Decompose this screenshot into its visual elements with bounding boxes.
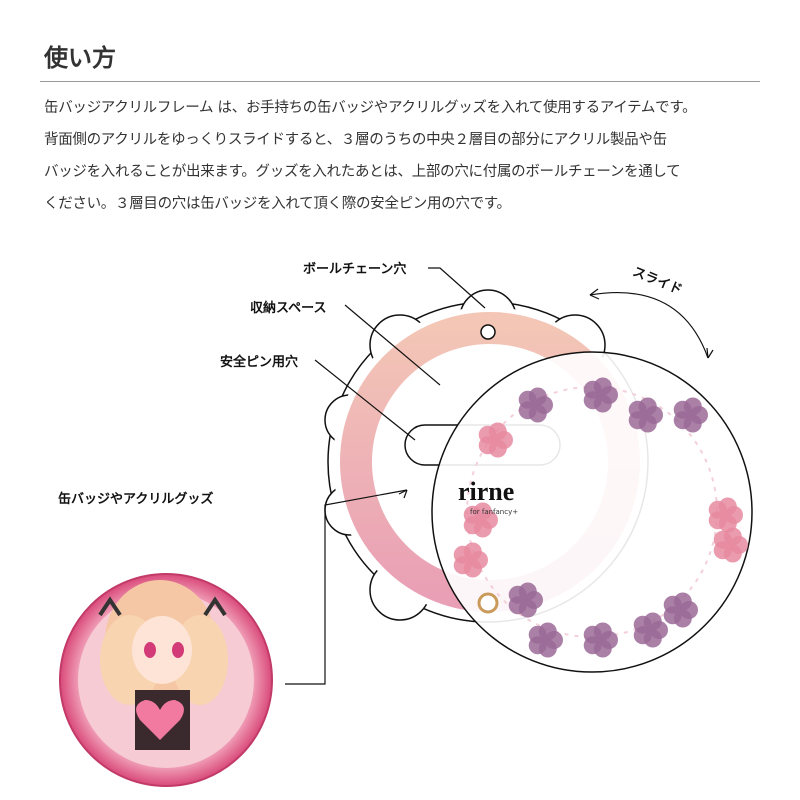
sakura-flower [583,377,618,413]
svg-text:rirne: rirne [458,477,514,506]
sakura-flower [583,622,618,658]
sakura-hole [477,592,499,614]
sakura-flower [633,612,668,648]
sakura-flower [663,592,698,628]
sakura-flower [518,387,553,423]
label-ball-chain-hole: ボールチェーン穴 [303,262,407,277]
sakura-flower [463,502,498,538]
can-badge [59,573,273,787]
svg-text:for fanfancy+: for fanfancy+ [470,508,518,516]
description: 缶バッジアクリルフレーム は、お手持ちの缶バッジやアクリルグッズを入れて使用する… [44,92,774,220]
label-safety-pin-hole: 安全ピン用穴 [220,355,299,370]
divider [40,81,760,82]
sakura-flower [528,622,563,658]
sakura-flower [628,397,663,433]
label-storage-space: 収納スペース [250,301,327,316]
description-line: 缶バッジアクリルフレーム は、お手持ちの缶バッジやアクリルグッズを入れて使用する… [44,100,697,116]
sakura-flower [708,497,743,533]
sakura-flower [508,582,543,618]
label-badge-goods: 缶バッジやアクリルグッズ [58,492,214,507]
front-sakura-plate [431,351,753,673]
sakura-flower [673,397,708,433]
page-title: 使い方 [44,44,116,72]
description-line: ください。３層目の穴は缶バッジを入れて頂く際の安全ピン用の穴です。 [44,196,511,212]
description-line: 背面側のアクリルをゆっくりスライドすると、３層のうちの中央２層目の部分にアクリル… [44,132,667,148]
logo: rirne for fanfancy+ [458,477,518,516]
sakura-flower [478,422,513,458]
ball-chain-hole [480,324,496,340]
description-line: バッジを入れることが出来ます。グッズを入れたあとは、上部の穴に付属のボールチェー… [44,164,681,180]
sakura-flower [453,542,488,578]
leader-lines [285,267,714,685]
